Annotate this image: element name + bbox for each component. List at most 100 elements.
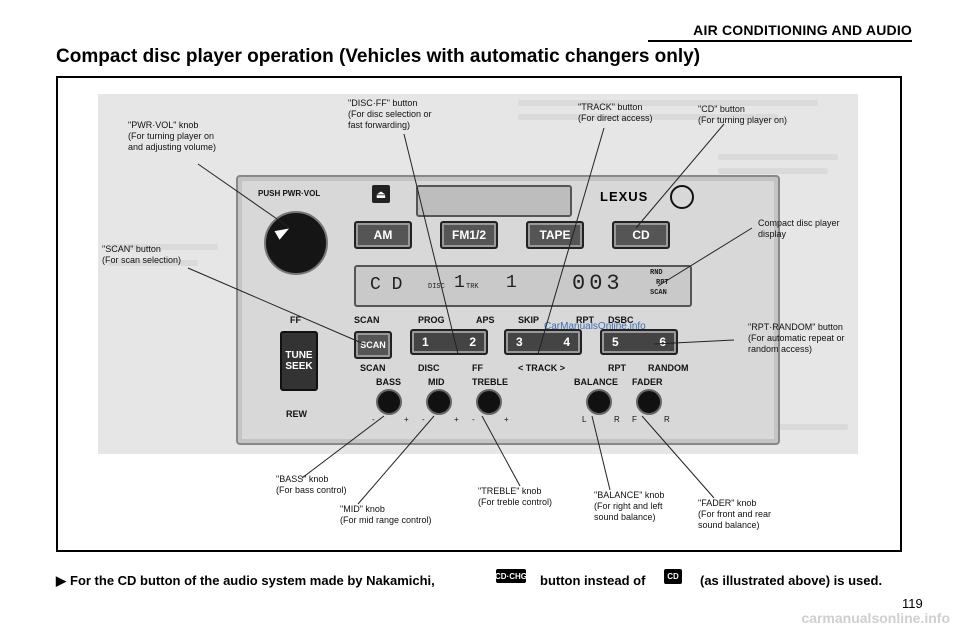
callout-bass: "BASS" knob (For bass control) [276,474,347,495]
label-dsbc: DSBC [608,315,634,325]
pwr-vol-label: PUSH PWR·VOL [258,189,321,198]
callout-rpt-random: "RPT·RANDOM" button (For automatic repea… [748,322,845,354]
figure-frame: PUSH PWR·VOL ⏏ LEXUS AM FM1/2 TAPE CD C … [56,76,902,552]
lcd-track-label: TRK [466,283,479,291]
leader-fader [641,415,715,499]
callout-mid: "MID" knob (For mid range control) [340,504,432,525]
preset-3-4-button[interactable]: 3 4 [504,329,582,355]
fader-knob[interactable] [636,389,662,415]
background-text-line [518,114,778,120]
cassette-slot [416,185,572,217]
background-text-line [108,244,218,250]
treble-knob[interactable] [476,389,502,415]
site-watermark: carmanualsonline.info [801,610,950,626]
fm-button[interactable]: FM1/2 [440,221,498,249]
label-scan-top: SCAN [354,315,380,325]
callout-leader-lines [187,123,753,505]
callout-track: "TRACK" button (For direct access) [578,102,653,123]
leader-cd [635,123,725,229]
note-text-2: button instead of [540,573,646,588]
label-aps: APS [476,315,495,325]
callout-disc-ff: "DISC·FF" button (For disc selection or … [348,98,432,130]
fader-scale-rear: R [664,415,670,424]
label-scan-bottom: SCAN [360,363,386,373]
lcd-disc-value: 1 [454,273,465,293]
background-text-line [518,100,818,106]
preset-5-6-button[interactable]: 5 6 [600,329,678,355]
callout-fader: "FADER" knob (For front and rear sound b… [698,498,772,530]
mid-knob[interactable] [426,389,452,415]
cd-logo-icon [670,185,694,209]
cd-button-icon: CD [664,569,682,584]
lcd-track-value: 1 [506,273,517,293]
audio-panel: PUSH PWR·VOL ⏏ LEXUS AM FM1/2 TAPE CD C … [236,175,780,445]
label-bass: BASS [376,377,402,387]
section-header: AIR CONDITIONING AND AUDIO [693,22,912,38]
mid-scale-min: - [422,415,425,424]
leader-treble [481,415,521,487]
leader-display [657,227,753,287]
label-random: RANDOM [648,363,689,373]
bass-scale-min: - [372,415,375,424]
lcd-status-scan: SCAN [650,289,667,297]
tape-button[interactable]: TAPE [526,221,584,249]
label-ff-side: FF [290,315,301,325]
preset-4-label: 4 [563,335,570,349]
balance-knob[interactable] [586,389,612,415]
arrow-icon: ▶ [56,573,66,588]
preset-3-label: 3 [516,335,523,349]
label-track: < TRACK > [518,363,566,373]
lcd-time: 003 [572,271,624,296]
preset-1-2-button[interactable]: 1 2 [410,329,488,355]
treble-scale-min: - [472,415,475,424]
leader-track [537,127,605,355]
preset-1-label: 1 [422,335,429,349]
label-ff: FF [472,363,483,373]
lcd-mode: C D [370,275,403,295]
background-text-line [718,154,838,160]
balance-scale-right: R [614,415,620,424]
tune-seek-button[interactable]: TUNE SEEK [280,331,318,391]
leader-balance [591,415,611,491]
label-rew: REW [286,409,307,419]
background-text-line [718,168,828,174]
leader-disc-ff [403,133,459,355]
label-balance: BALANCE [574,377,618,387]
label-treble: TREBLE [472,377,508,387]
bass-knob[interactable] [376,389,402,415]
scan-button[interactable]: SCAN [354,331,392,359]
leader-rpt-random [653,339,735,345]
am-button[interactable]: AM [354,221,412,249]
leader-pwr-vol [197,163,291,229]
cd-display: C D DISC 1 TRK 1 003 RND RPT SCAN [354,265,692,307]
page-title: Compact disc player operation (Vehicles … [56,46,701,67]
leader-bass [301,415,385,479]
label-fader: FADER [632,377,663,387]
bass-scale-max: + [404,415,409,424]
treble-scale-max: + [504,415,509,424]
eject-button[interactable]: ⏏ [372,185,390,203]
background-text-line [108,260,198,266]
page-number: 119 [902,596,923,611]
watermark: CarManualsOnline.info [544,321,646,332]
brand-logo: LEXUS [600,189,649,204]
fader-scale-front: F [632,415,637,424]
note-text-3: (as illustrated above) is used. [700,573,883,588]
preset-6-label: 6 [659,335,666,349]
preset-5-label: 5 [612,335,619,349]
tune-label: TUNE [285,350,313,361]
callout-cd: "CD" button (For turning player on) [698,104,788,125]
label-skip: SKIP [518,315,540,325]
leader-mid [357,415,435,505]
label-rpt-bottom: RPT [608,363,626,373]
label-rpt-top: RPT [576,315,594,325]
callout-balance: "BALANCE" knob (For right and left sound… [594,490,665,522]
balance-scale-left: L [582,415,587,424]
seek-label: SEEK [285,361,313,372]
pwr-vol-knob[interactable] [264,211,328,275]
label-prog: PROG [418,315,445,325]
callout-pwr-vol: "PWR·VOL" knob (For turning player on an… [128,120,217,152]
lcd-status-rnd: RND [650,269,663,277]
nakamichi-cd-button-icon: CD·CHG [495,569,527,583]
leader-scan [187,267,365,345]
